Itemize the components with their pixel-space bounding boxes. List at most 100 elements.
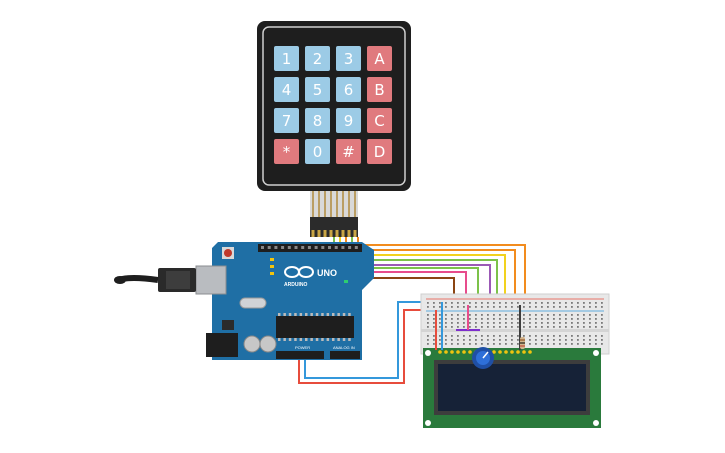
breadboard-hole: [541, 339, 543, 341]
keypad-pin: [347, 230, 351, 237]
key-face: [305, 46, 330, 71]
key-8[interactable]: 8: [305, 108, 330, 133]
breadboard-hole: [571, 322, 573, 324]
breadboard-body: [420, 293, 610, 355]
breadboard-hole: [493, 306, 495, 308]
breadboard-hole: [463, 339, 465, 341]
reset-button-cap: [224, 249, 232, 257]
breadboard-hole: [547, 306, 549, 308]
breadboard-hole: [427, 318, 429, 320]
breadboard-hole: [475, 302, 477, 304]
lcd-pin: [444, 350, 448, 354]
breadboard-hole: [487, 314, 489, 316]
key-label: 8: [313, 112, 323, 130]
key-9[interactable]: 9: [336, 108, 361, 133]
breadboard-hole: [499, 335, 501, 337]
potentiometer[interactable]: [472, 347, 494, 369]
breadboard-hole: [595, 306, 597, 308]
breadboard-hole: [469, 335, 471, 337]
breadboard-hole: [487, 335, 489, 337]
breadboard-hole: [589, 343, 591, 345]
breadboard-hole: [439, 322, 441, 324]
breadboard-hole: [589, 318, 591, 320]
chip-pin: [310, 313, 313, 316]
breadboard-hole: [493, 326, 495, 328]
wire-orange-2[interactable]: [357, 237, 526, 340]
wire-red-power[interactable]: [298, 309, 432, 384]
breadboard-hole: [457, 335, 459, 337]
breadboard-hole: [535, 339, 537, 341]
wire-blue-power[interactable]: [304, 301, 432, 379]
key-2[interactable]: 2: [305, 46, 330, 71]
chip-pin: [288, 338, 292, 341]
capacitor-1: [243, 335, 261, 353]
breadboard-hole: [487, 302, 489, 304]
breadboard-hole: [535, 302, 537, 304]
breadboard-hole: [571, 302, 573, 304]
breadboard[interactable]: [420, 293, 610, 355]
breadboard-hole: [529, 314, 531, 316]
breadboard-hole: [523, 302, 525, 304]
breadboard-hole: [517, 326, 519, 328]
led-on: [344, 280, 348, 283]
lcd-module[interactable]: [423, 348, 601, 428]
breadboard-hole: [535, 322, 537, 324]
breadboard-hole: [505, 343, 507, 345]
breadboard-hole: [571, 339, 573, 341]
breadboard-hole: [499, 326, 501, 328]
key-3[interactable]: 3: [336, 46, 361, 71]
breadboard-hole: [439, 318, 441, 320]
voltage-regulator: [222, 320, 234, 330]
lcd-pin: [456, 350, 460, 354]
key-face: [336, 139, 361, 164]
breadboard-hole: [451, 343, 453, 345]
led-l: [270, 258, 274, 261]
lcd-hole-bl: [425, 420, 431, 426]
breadboard-hole: [481, 335, 483, 337]
lcd-hole-tr: [593, 350, 599, 356]
key-0[interactable]: 0: [305, 139, 330, 164]
breadboard-hole: [427, 335, 429, 337]
breadboard-hole: [457, 322, 459, 324]
key-hash[interactable]: #: [336, 139, 361, 164]
breadboard-hole: [475, 326, 477, 328]
usb-jack: [195, 265, 227, 295]
breadboard-hole: [559, 302, 561, 304]
key-b[interactable]: B: [367, 77, 392, 102]
breadboard-hole: [445, 339, 447, 341]
led-rx: [270, 272, 274, 275]
key-label: B: [374, 81, 384, 99]
key-face: [336, 108, 361, 133]
breadboard-hole: [595, 322, 597, 324]
breadboard-hole: [481, 314, 483, 316]
breadboard-hole: [451, 314, 453, 316]
key-5[interactable]: 5: [305, 77, 330, 102]
key-star[interactable]: *: [274, 139, 299, 164]
breadboard-hole: [433, 306, 435, 308]
breadboard-hole: [523, 326, 525, 328]
key-6[interactable]: 6: [336, 77, 361, 102]
key-4[interactable]: 4: [274, 77, 299, 102]
breadboard-hole: [469, 326, 471, 328]
breadboard-hole: [541, 343, 543, 345]
key-d[interactable]: D: [367, 139, 392, 164]
key-c[interactable]: C: [367, 108, 392, 133]
breadboard-hole: [433, 322, 435, 324]
breadboard-hole: [499, 339, 501, 341]
breadboard-hole: [427, 322, 429, 324]
breadboard-hole: [475, 314, 477, 316]
breadboard-hole: [511, 343, 513, 345]
key-1[interactable]: 1: [274, 46, 299, 71]
arduino-uno[interactable]: UNO ARDUINO POWER ANALOG IN: [114, 242, 374, 360]
breadboard-hole: [511, 339, 513, 341]
breadboard-hole: [535, 343, 537, 345]
breadboard-hole: [583, 314, 585, 316]
key-7[interactable]: 7: [274, 108, 299, 133]
chip-pins: [278, 313, 351, 341]
breadboard-hole: [553, 306, 555, 308]
breadboard-hole: [535, 318, 537, 320]
breadboard-hole: [577, 322, 579, 324]
breadboard-hole: [457, 306, 459, 308]
key-a[interactable]: A: [367, 46, 392, 71]
